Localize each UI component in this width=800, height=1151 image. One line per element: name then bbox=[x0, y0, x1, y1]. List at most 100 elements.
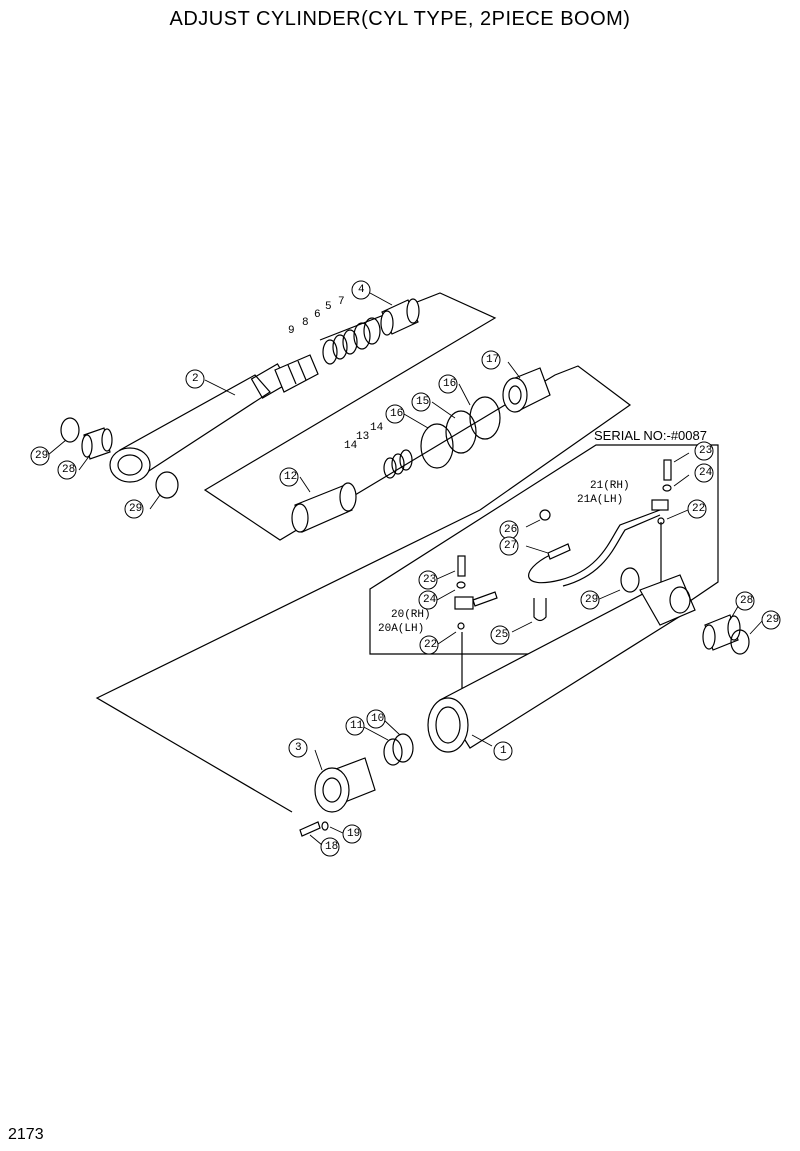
callout-1 bbox=[493, 741, 513, 761]
callout-22b bbox=[419, 635, 439, 655]
label-20a-lh: 20A(LH) bbox=[378, 623, 425, 635]
label-21-rh: 21(RH) bbox=[590, 480, 630, 492]
callout-text-23b: 23 bbox=[423, 574, 437, 586]
bushing-28-left bbox=[81, 427, 113, 460]
callout-text-10: 10 bbox=[371, 713, 385, 725]
callout-text-28a: 28 bbox=[62, 464, 76, 476]
callout-text-15: 15 bbox=[416, 396, 430, 408]
callout-28b bbox=[735, 591, 755, 611]
pipe-21 bbox=[528, 509, 661, 584]
callout-23b bbox=[418, 570, 438, 590]
callout-text-22a: 22 bbox=[692, 503, 706, 515]
bolt-23-lower bbox=[457, 555, 466, 577]
callout-16b bbox=[385, 404, 405, 424]
callout-text-7: 7 bbox=[338, 296, 345, 308]
bolt-18 bbox=[299, 821, 321, 837]
piston-rings bbox=[383, 396, 501, 479]
washer-19 bbox=[321, 821, 329, 831]
callout-text-5: 5 bbox=[325, 301, 332, 313]
callout-text-8: 8 bbox=[302, 317, 309, 329]
piston-part bbox=[502, 367, 551, 413]
callout-22a bbox=[687, 499, 707, 519]
serial-group-box bbox=[369, 444, 719, 655]
cylinder-tube-part bbox=[427, 574, 696, 753]
callout-10 bbox=[366, 709, 386, 729]
callout-text-24b: 24 bbox=[423, 594, 437, 606]
callout-text-6: 6 bbox=[314, 309, 321, 321]
callout-28a bbox=[57, 460, 77, 480]
callout-text-16b: 16 bbox=[390, 408, 404, 420]
callout-text-17: 17 bbox=[486, 354, 500, 366]
callout-text-16a: 16 bbox=[443, 378, 457, 390]
cylinder-head-part bbox=[314, 757, 376, 813]
callout-17 bbox=[481, 350, 501, 370]
assembly-line-upper bbox=[203, 292, 632, 541]
callout-text-13: 13 bbox=[356, 431, 370, 443]
callout-text-14a: 14 bbox=[370, 422, 384, 434]
u-bolt-25 bbox=[533, 598, 547, 622]
bushing-part bbox=[380, 298, 420, 336]
callout-29a bbox=[30, 446, 50, 466]
page-number: 2173 bbox=[8, 1126, 44, 1143]
callout-23a bbox=[694, 441, 714, 461]
ring-29-right bbox=[730, 629, 750, 655]
ring-29-lower bbox=[155, 471, 179, 499]
label-21a-lh: 21A(LH) bbox=[577, 494, 624, 506]
callout-29c bbox=[580, 590, 600, 610]
callout-text-26: 26 bbox=[504, 524, 518, 536]
callout-text-29d: 29 bbox=[766, 614, 780, 626]
callout-text-24a: 24 bbox=[699, 467, 713, 479]
bushing-28-right bbox=[702, 614, 741, 651]
callout-text-27: 27 bbox=[504, 540, 518, 552]
ring-29-left bbox=[60, 417, 80, 443]
callout-text-23a: 23 bbox=[699, 445, 713, 457]
callout-29b bbox=[124, 499, 144, 519]
callout-29d bbox=[761, 610, 781, 630]
backup-ring-10 bbox=[392, 733, 414, 763]
callout-12 bbox=[279, 467, 299, 487]
callout-2 bbox=[185, 369, 205, 389]
callout-25 bbox=[490, 625, 510, 645]
callout-text-14b: 14 bbox=[344, 440, 358, 452]
o-ring-11 bbox=[383, 738, 403, 766]
assembly-line-lower bbox=[95, 509, 481, 813]
bolt-23-upper bbox=[663, 459, 672, 481]
oring-22-lower bbox=[457, 622, 465, 630]
callout-text-29a: 29 bbox=[35, 450, 49, 462]
callout-text-18: 18 bbox=[325, 841, 339, 853]
callout-4 bbox=[351, 280, 371, 300]
callout-15 bbox=[411, 392, 431, 412]
block-20 bbox=[454, 596, 474, 610]
label-20-rh: 20(RH) bbox=[391, 609, 431, 621]
callout-text-12: 12 bbox=[284, 471, 298, 483]
seal-rings bbox=[322, 317, 381, 365]
ring-29-mid bbox=[620, 567, 640, 593]
oring-22-upper bbox=[657, 517, 665, 525]
washer-24-lower bbox=[456, 581, 466, 589]
callout-text-29b: 29 bbox=[129, 503, 143, 515]
serial-note: SERIAL NO:-#0087 bbox=[594, 428, 707, 443]
callout-27 bbox=[499, 536, 519, 556]
callout-text-2: 2 bbox=[192, 373, 199, 385]
callout-text-4: 4 bbox=[358, 284, 365, 296]
spacer-part bbox=[291, 482, 357, 533]
callout-24b bbox=[418, 590, 438, 610]
callout-text-28b: 28 bbox=[740, 595, 754, 607]
callout-text-25: 25 bbox=[495, 629, 509, 641]
callout-24a bbox=[694, 463, 714, 483]
washer-24-upper bbox=[662, 484, 672, 492]
callout-16a bbox=[438, 374, 458, 394]
nipple-20 bbox=[472, 591, 498, 607]
callout-text-22b: 22 bbox=[424, 639, 438, 651]
callout-3 bbox=[288, 738, 308, 758]
callout-text-11: 11 bbox=[350, 720, 364, 732]
callout-19 bbox=[342, 824, 362, 844]
callout-18 bbox=[320, 837, 340, 857]
fitting-27 bbox=[547, 543, 571, 560]
callout-text-29c: 29 bbox=[585, 594, 599, 606]
diagram-title: ADJUST CYLINDER(CYL TYPE, 2PIECE BOOM) bbox=[169, 8, 631, 30]
callout-11 bbox=[345, 716, 365, 736]
block-21 bbox=[651, 499, 669, 511]
piston-rod-part bbox=[109, 354, 319, 483]
